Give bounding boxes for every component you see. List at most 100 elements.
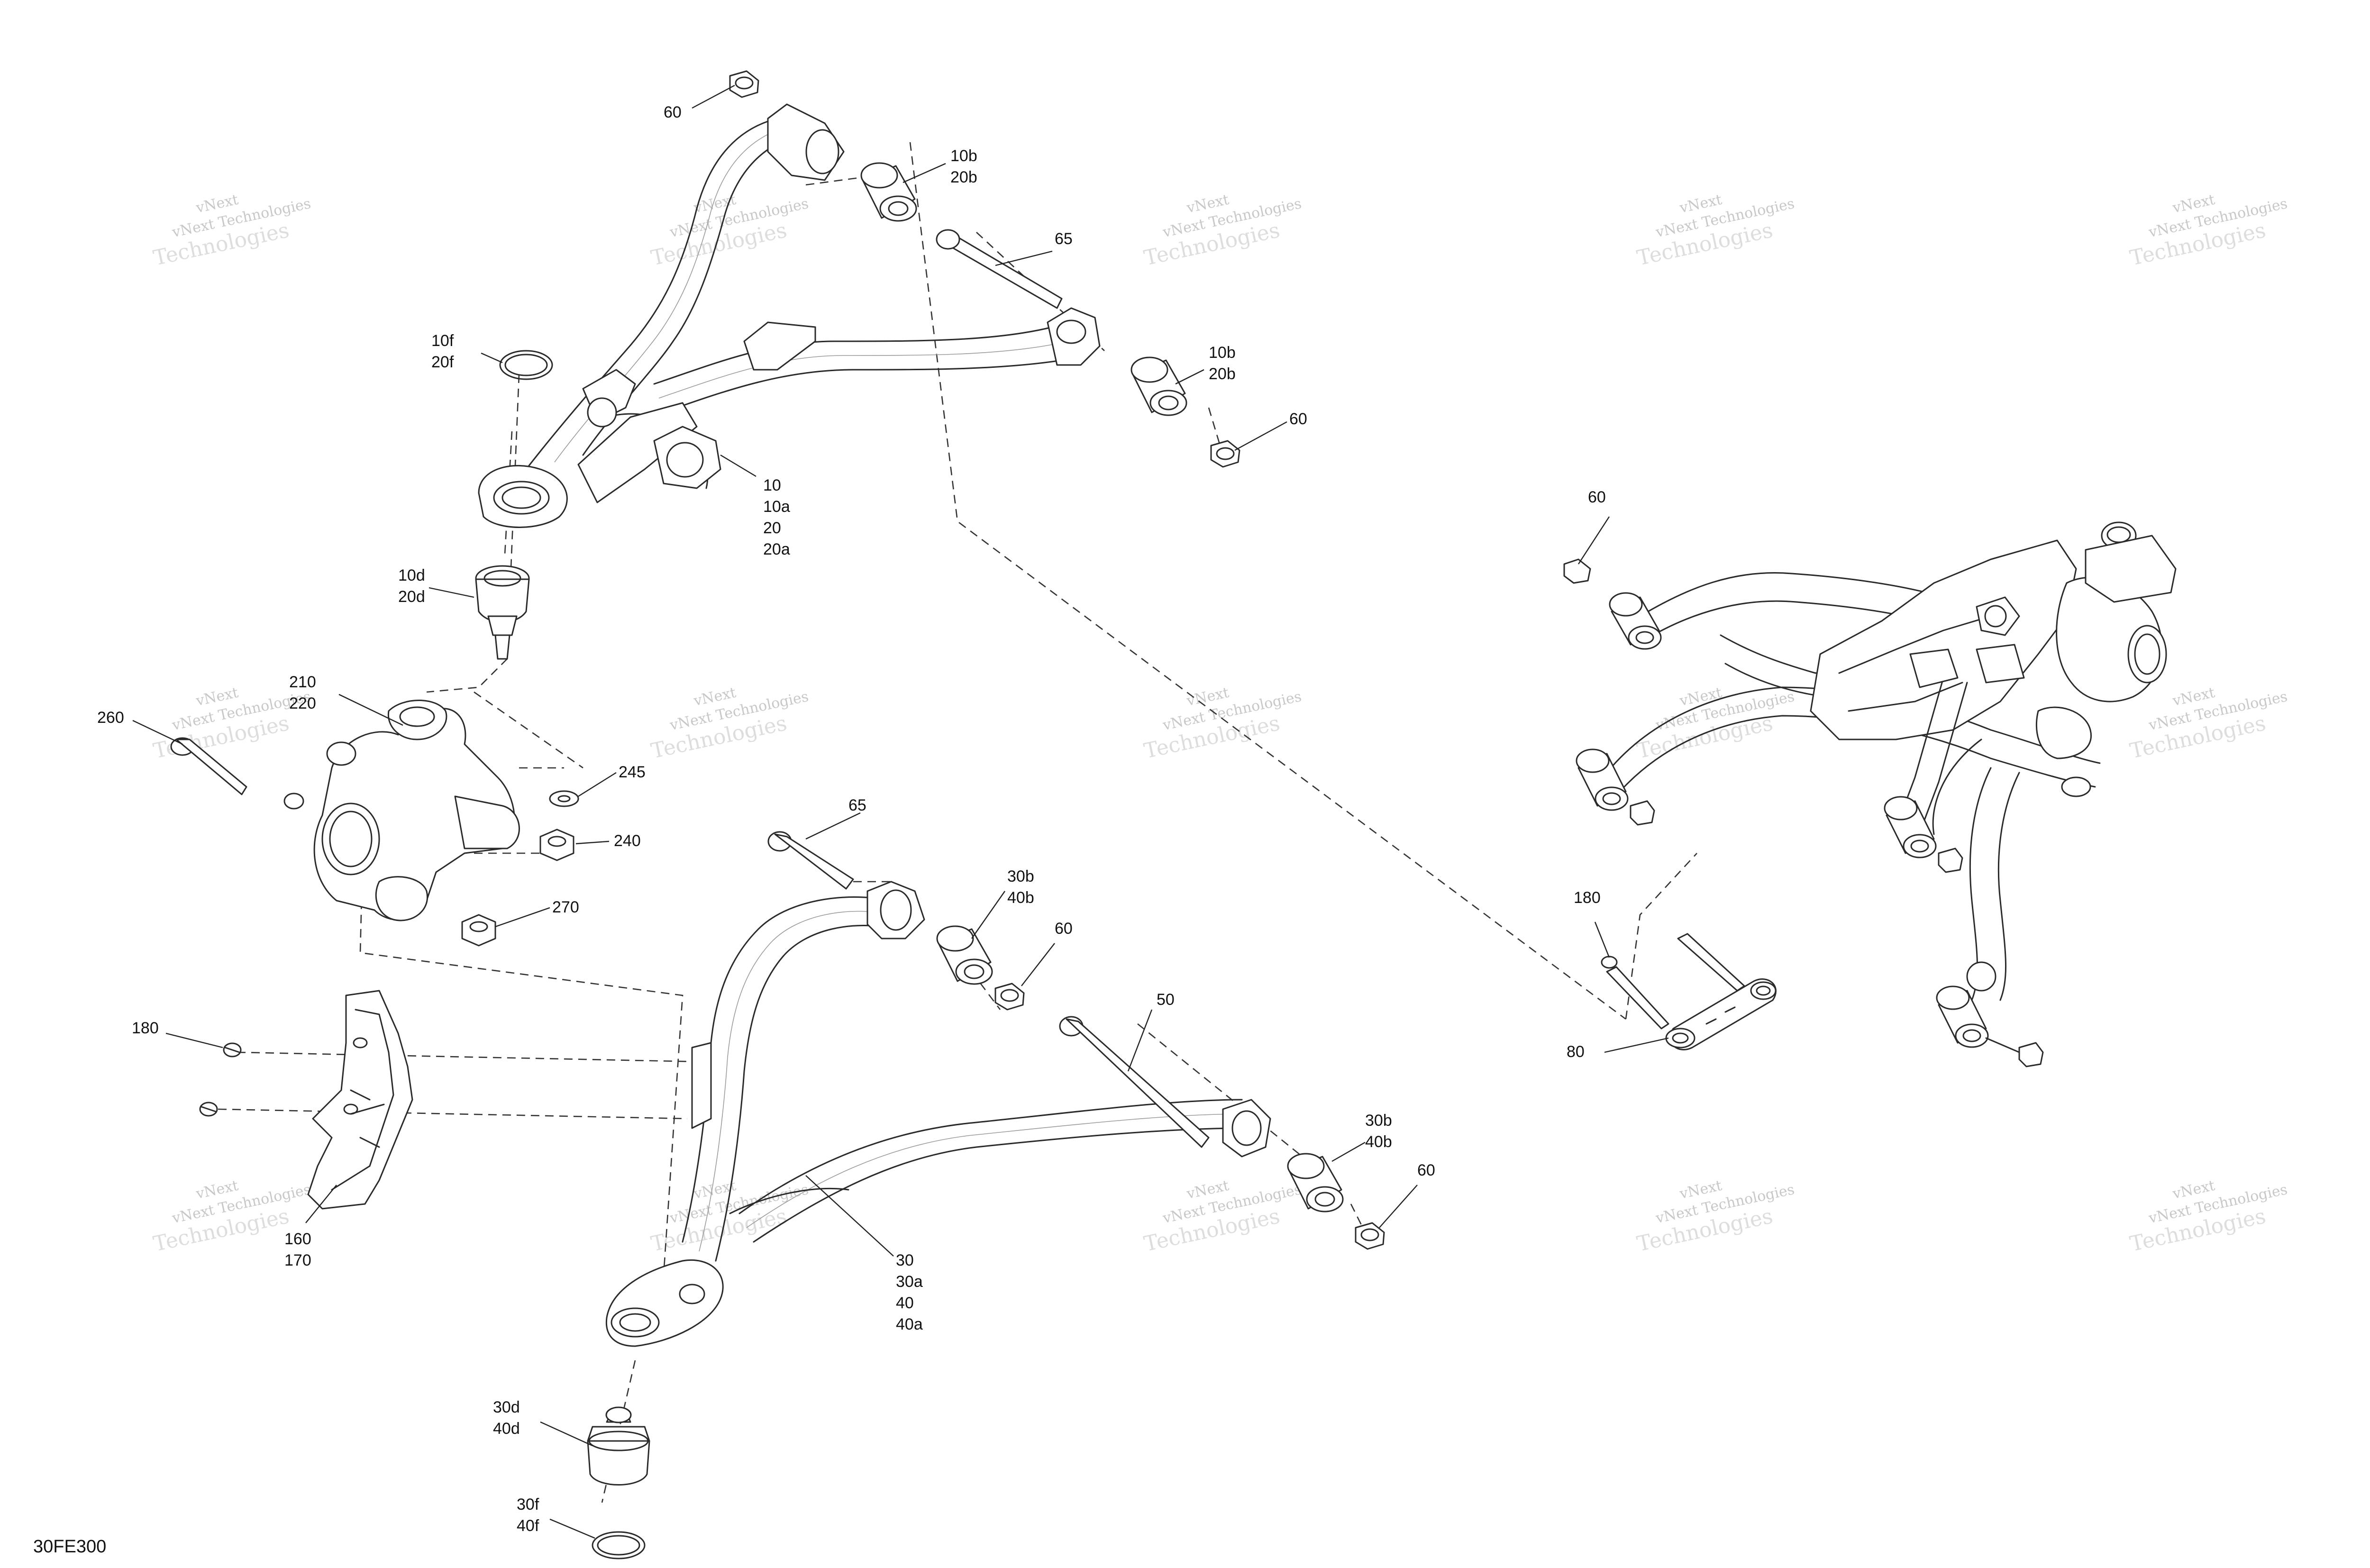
callouts: 60 10b 20b 65 10f 20f 10b 20b 60 10 10a … — [97, 103, 1606, 1535]
screw — [199, 1102, 218, 1117]
callout-label: 10f 20f — [431, 332, 458, 371]
watermark: vNext vNext Technologies Technologies — [1142, 191, 1303, 271]
bolt — [767, 831, 854, 890]
knuckle-tie-rod-boss — [326, 741, 356, 766]
callout-label: 30b 40b — [1365, 1112, 1396, 1151]
assembled-view — [1563, 521, 2177, 1067]
lower-arm-shock-boss — [679, 1284, 705, 1304]
nut — [1630, 800, 1655, 826]
assembly-line — [1137, 1023, 1309, 1162]
upper-arm-front-bore — [1056, 319, 1086, 344]
callout-label: 180 — [1574, 889, 1601, 907]
bolt — [170, 737, 247, 795]
assembly-line — [237, 1051, 702, 1063]
lower-arm-skid-mount — [691, 1042, 712, 1129]
lower-arm-front-bore — [1231, 1110, 1262, 1146]
watermark: vNext vNext Technologies Technologies — [649, 191, 810, 271]
upper-arm-front-tube — [653, 326, 1053, 385]
watermark: vNext vNext Technologies Technologies — [1142, 684, 1303, 764]
callout-label: 65 — [848, 796, 866, 814]
screw — [223, 1042, 242, 1057]
callout-label: 60 — [1417, 1161, 1435, 1179]
callout-label: 30f 40f — [517, 1495, 544, 1535]
upper-arm-hardware — [475, 70, 1240, 660]
lower-arm-brace — [729, 1187, 849, 1214]
knuckle-hub-bore — [321, 802, 380, 875]
callout-label: 60 — [1055, 920, 1073, 938]
lower-arm-rear-tube-edge — [715, 925, 897, 1262]
bolt — [1059, 1016, 1210, 1148]
watermark: vNext vNext Technologies Technologies — [649, 684, 810, 764]
callout-label: 180 — [132, 1019, 159, 1037]
callout-label: 160 170 — [284, 1230, 316, 1269]
callout-label: 10b 20b — [1209, 344, 1240, 383]
lower-control-arm — [605, 881, 1271, 1347]
bolt — [936, 229, 1063, 309]
nut — [1563, 558, 1591, 584]
assembled-frame — [1810, 539, 2077, 740]
steering-knuckle — [283, 700, 520, 921]
upper-arm-front-tube-edge — [663, 359, 1063, 413]
lower-arm-ball-joint-bore — [611, 1307, 660, 1338]
nut — [461, 914, 496, 947]
nut — [1938, 848, 1963, 873]
callout-label: 30b 40b — [1007, 867, 1039, 907]
watermark: vNext vNext Technologies Technologies — [649, 1177, 810, 1257]
bushing — [1884, 796, 1937, 858]
retaining-ring — [499, 350, 553, 380]
callout-label: 60 — [1289, 410, 1307, 428]
assembly-line — [1208, 407, 1224, 456]
bushing — [936, 925, 993, 985]
sway-link — [1606, 933, 1777, 1050]
callout-label: 30 30a 40 40a — [896, 1251, 927, 1333]
knuckle-lower-boss — [375, 876, 428, 921]
upper-arm-gusset — [577, 402, 698, 503]
assembly-line — [1350, 1203, 1366, 1233]
nut — [1355, 1222, 1385, 1250]
callout-label: 240 — [614, 832, 641, 850]
upper-arm-ball-joint-bore — [493, 481, 550, 515]
lower-arm-hardware — [587, 831, 1385, 1559]
upper-arm-bracket — [743, 321, 816, 371]
ball-joint — [587, 1406, 650, 1486]
knuckle-upper-boss — [387, 700, 447, 740]
bushing — [1576, 748, 1629, 811]
callout-label: 30d 40d — [493, 1398, 524, 1438]
upper-control-arm — [478, 103, 1101, 528]
callout-label: 80 — [1567, 1043, 1585, 1061]
callout-label: 210 220 — [289, 673, 320, 712]
assembly-line — [474, 691, 583, 769]
nut — [994, 983, 1025, 1011]
callout-label: 260 — [97, 709, 124, 727]
callout-label: 245 — [619, 763, 646, 781]
assembly-line — [218, 1108, 688, 1120]
assembled-upper-arm-rear — [1720, 634, 1921, 674]
reference-code: 30FE300 — [33, 1537, 106, 1557]
bushing — [1130, 356, 1187, 416]
watermark: vNext vNext Technologies Technologies — [2128, 1177, 2289, 1257]
upper-arm-rear-bore — [805, 129, 839, 174]
knuckle-hardware — [170, 737, 579, 947]
callout-label: 65 — [1055, 230, 1073, 248]
callout-label: 50 — [1157, 991, 1175, 1009]
screw — [1601, 956, 1618, 969]
leader-lines — [132, 84, 1669, 1539]
watermark: vNext vNext Technologies Technologies — [151, 191, 312, 271]
upper-arm-pivot-boss — [587, 397, 617, 428]
watermark: vNext vNext Technologies Technologies — [1635, 191, 1796, 271]
callout-label: 10d 20d — [398, 566, 429, 606]
washer — [549, 790, 579, 807]
bushing — [1287, 1153, 1344, 1212]
bushing — [1609, 592, 1662, 650]
upper-arm-rear-tube — [525, 118, 778, 470]
lower-arm-rear-tube — [682, 896, 892, 1243]
ball-joint — [475, 565, 530, 660]
bushing — [860, 162, 917, 222]
callout-label: 60 — [664, 103, 682, 121]
callout-label: 10 10a 20 20a — [763, 476, 794, 558]
upper-arm-shock-bore — [666, 442, 704, 478]
nut — [539, 829, 574, 861]
nut — [1210, 440, 1240, 468]
watermark: vNext vNext Technologies Technologies — [2128, 191, 2289, 271]
